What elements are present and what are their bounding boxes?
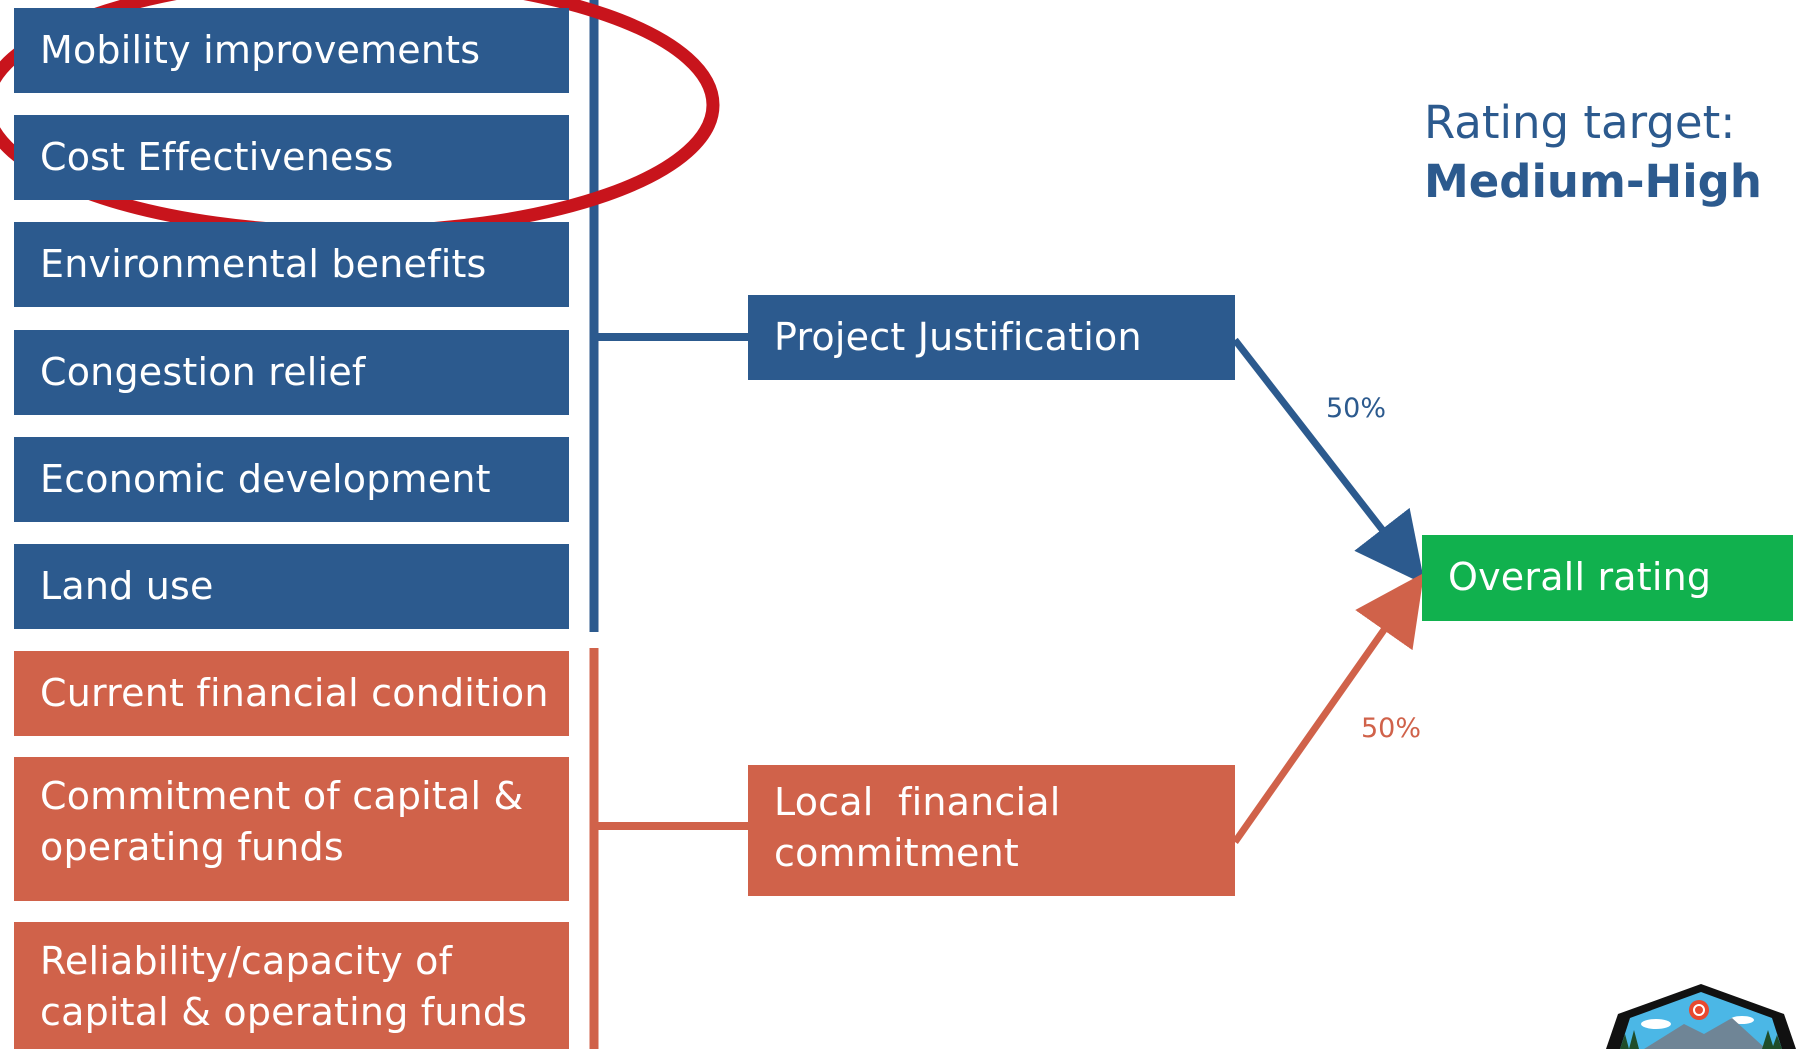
criterion-commitment-of-funds: Commitment of capital & operating funds xyxy=(14,757,569,901)
criterion-reliability-capacity: Reliability/capacity of capital & operat… xyxy=(14,922,569,1049)
overall-rating-node: Overall rating xyxy=(1422,535,1793,621)
criterion-commitment-line-1: Commitment of capital & xyxy=(40,774,524,818)
local-financial-line-2: commitment xyxy=(774,831,1020,876)
rating-target-caption: Rating target: xyxy=(1424,96,1736,149)
local-financial-commitment-node: Local financial commitment xyxy=(748,765,1235,896)
justification-weight-label: 50% xyxy=(1326,393,1387,424)
justification-arrow xyxy=(1232,337,1425,585)
criterion-land-use: Land use xyxy=(14,544,569,629)
rating-target: Rating target: Medium-High xyxy=(1424,94,1762,211)
rating-target-value: Medium-High xyxy=(1424,154,1762,208)
criterion-congestion-relief: Congestion relief xyxy=(14,330,569,415)
project-justification-node: Project Justification xyxy=(748,295,1235,380)
local-financial-line-1: Local financial xyxy=(774,780,1061,824)
financial-weight-label: 50% xyxy=(1361,713,1422,744)
mountain-badge-icon xyxy=(1596,980,1806,1049)
criterion-current-financial-condition: Current financial condition xyxy=(14,651,569,736)
criterion-reliability-line-1: Reliability/capacity of xyxy=(40,939,453,983)
criterion-economic-development: Economic development xyxy=(14,437,569,522)
criterion-reliability-line-2: capital & operating funds xyxy=(40,990,528,1035)
criterion-mobility-improvements: Mobility improvements xyxy=(14,8,569,93)
criterion-cost-effectiveness: Cost Effectiveness xyxy=(14,115,569,200)
criterion-commitment-line-2: operating funds xyxy=(40,825,344,870)
criterion-environmental-benefits: Environmental benefits xyxy=(14,222,569,307)
